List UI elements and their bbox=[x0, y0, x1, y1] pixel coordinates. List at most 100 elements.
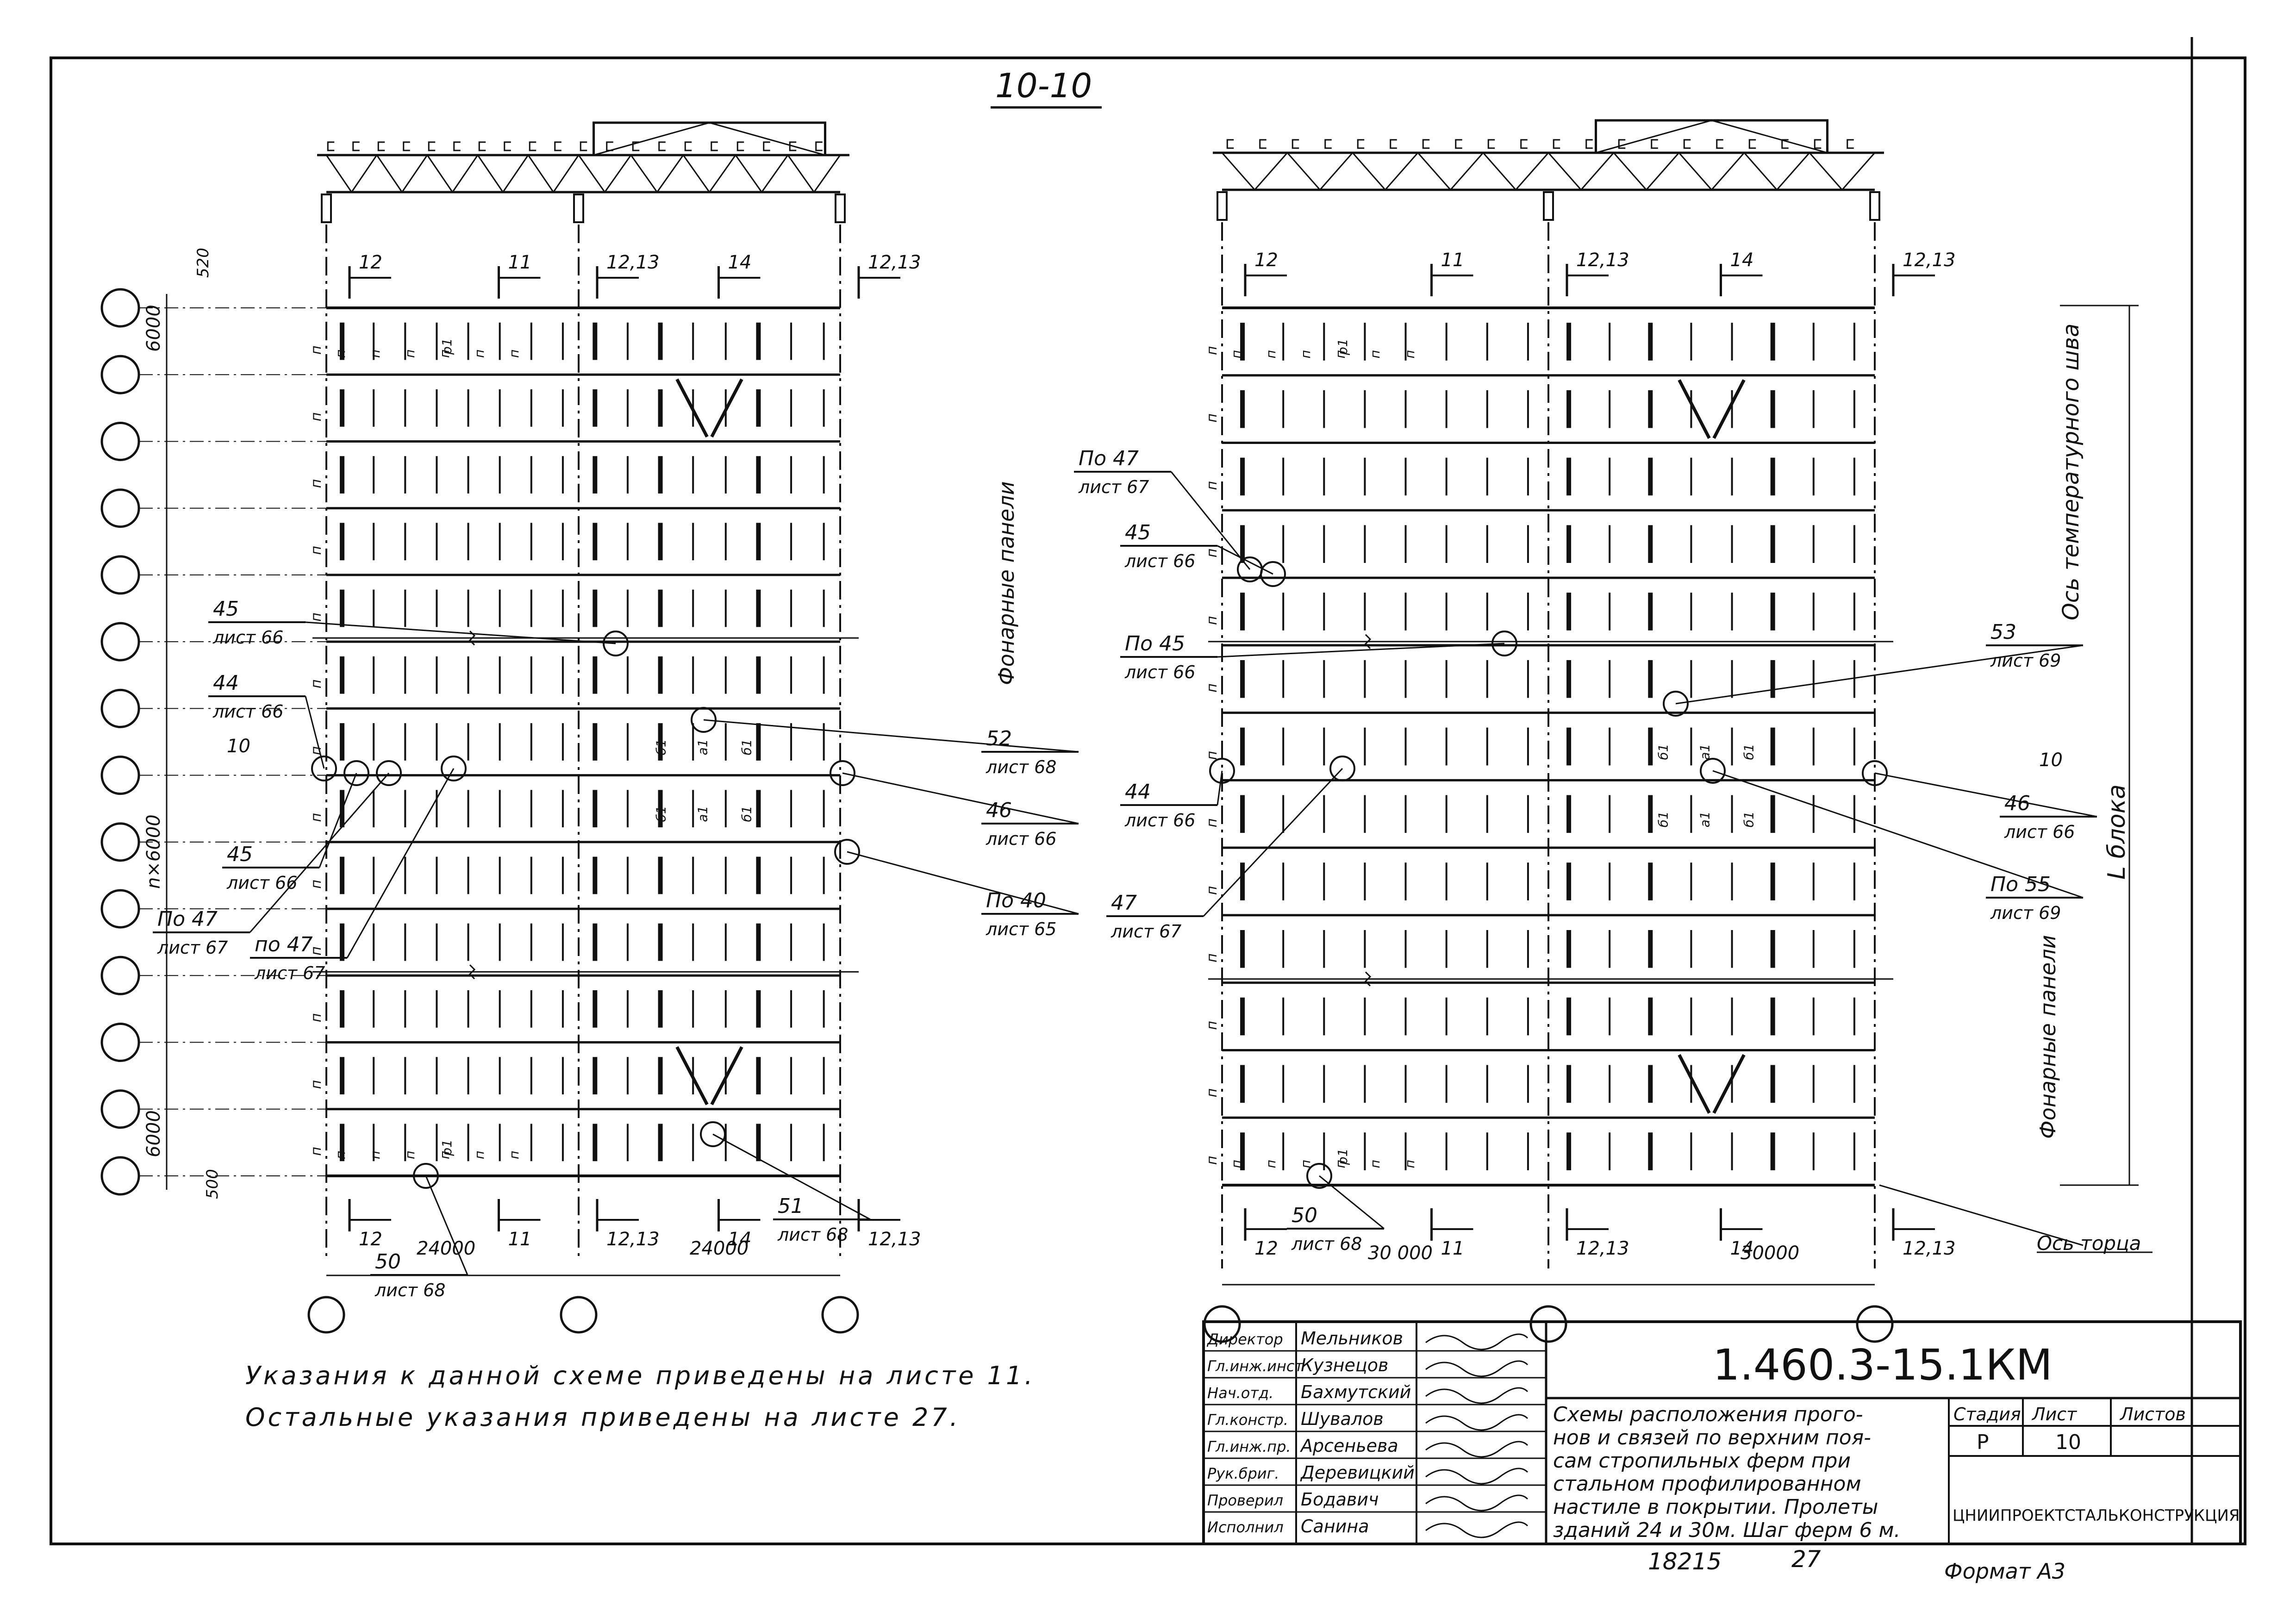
right-cut-label-top: 14 bbox=[1730, 250, 1754, 271]
left-mark-p: п bbox=[308, 546, 324, 555]
title-block-frame bbox=[1202, 1320, 2242, 1545]
left-purlin-marker bbox=[632, 141, 640, 151]
left-callout-bubble bbox=[413, 1163, 439, 1189]
left-row-axis-bubble bbox=[100, 488, 140, 528]
right-callout-leader bbox=[1675, 644, 2084, 705]
left-purlin-marker bbox=[684, 141, 692, 151]
left-column-stub bbox=[835, 194, 846, 223]
right-lantern-brace bbox=[1711, 119, 1828, 154]
right-truss-web bbox=[1254, 152, 1288, 190]
left-callout-sheet: лист 66 bbox=[986, 829, 1056, 849]
left-cut-label-bottom: 11 bbox=[508, 1229, 532, 1250]
left-column-stub bbox=[321, 194, 332, 223]
left-row-axis-bubble bbox=[100, 1023, 140, 1062]
left-callout-leader bbox=[346, 768, 455, 958]
left-callout-sheet: лист 66 bbox=[212, 701, 283, 722]
right-mark-p: п bbox=[1204, 751, 1220, 760]
right-purlin-marker bbox=[1324, 139, 1332, 149]
right-callout-sheet: лист 66 bbox=[1124, 662, 1195, 682]
right-break-mark bbox=[1364, 971, 1372, 987]
sig-mark bbox=[1425, 1521, 1529, 1538]
right-mark-p: п bbox=[1204, 1021, 1220, 1030]
span-dim-left-2: 24000 bbox=[690, 1238, 749, 1259]
right-callout-leader bbox=[1217, 770, 1223, 806]
right-mark-p: п bbox=[1298, 350, 1313, 358]
right-axis-bubble bbox=[1856, 1305, 1894, 1343]
right-break-mark bbox=[1364, 634, 1372, 649]
sig-role: Гл.инж.пр. bbox=[1207, 1438, 1291, 1455]
right-callout-num: 45 bbox=[1125, 521, 1151, 544]
right-purlin-marker bbox=[1748, 139, 1756, 149]
left-callout-leader bbox=[712, 1133, 871, 1220]
left-purlin-marker bbox=[529, 141, 537, 151]
left-row-axis-bubble bbox=[100, 889, 140, 929]
span-dim-left-1: 24000 bbox=[417, 1238, 475, 1259]
left-callout-num: 44 bbox=[213, 671, 239, 695]
left-callout-sheet: лист 68 bbox=[777, 1224, 848, 1245]
right-purlin-marker bbox=[1651, 139, 1658, 149]
left-callout-sheet: лист 65 bbox=[986, 919, 1056, 939]
sig-name: Кузнецов bbox=[1301, 1355, 1388, 1375]
right-purlin-marker bbox=[1716, 139, 1723, 149]
left-cut-label-bottom: 12 bbox=[359, 1229, 382, 1250]
left-truss-web bbox=[477, 155, 504, 193]
right-callout-leader bbox=[1217, 545, 1273, 575]
sig-name: Мельников bbox=[1301, 1328, 1403, 1349]
right-purlin-marker bbox=[1520, 139, 1528, 149]
left-callout-bubble bbox=[343, 760, 369, 786]
right-cut-label-bottom: 12,13 bbox=[1903, 1238, 1956, 1259]
right-mark-p: п bbox=[1402, 1160, 1417, 1168]
right-truss-web bbox=[1319, 152, 1354, 190]
right-mark-p: п bbox=[1204, 886, 1220, 895]
left-cut-label-top: 12,13 bbox=[606, 252, 660, 273]
right-purlin-marker bbox=[1455, 139, 1462, 149]
right-callout-leader bbox=[1874, 772, 2097, 818]
right-truss-web bbox=[1286, 152, 1321, 190]
right-truss-web bbox=[1482, 152, 1516, 190]
left-axis-bubble bbox=[560, 1296, 598, 1334]
left-cut-label-bottom: 12,13 bbox=[868, 1229, 921, 1250]
right-brace-b3 bbox=[1678, 379, 1711, 439]
sig-role: Гл.констр. bbox=[1207, 1411, 1288, 1429]
section-cut-right: 10 bbox=[2039, 750, 2063, 771]
left-purlin-marker bbox=[504, 141, 511, 151]
right-mark-p: п bbox=[1263, 350, 1279, 358]
left-callout-bubble bbox=[700, 1121, 726, 1147]
right-callout-sheet: лист 69 bbox=[1990, 903, 2061, 923]
left-callout-num: 51 bbox=[778, 1194, 804, 1218]
left-column-stub bbox=[573, 194, 584, 223]
right-mark-b1: б1 bbox=[1741, 744, 1757, 760]
block-length: L блока bbox=[2103, 784, 2131, 880]
right-cut-label-top: 12,13 bbox=[1903, 250, 1956, 271]
right-mark-p: п bbox=[1204, 549, 1220, 558]
organization: ЦНИИПРОЕКТСТАЛЬКОНСТРУКЦИЯ bbox=[1953, 1506, 2240, 1525]
left-callout-sheet: лист 66 bbox=[226, 873, 297, 893]
left-mark-p: п bbox=[308, 612, 324, 622]
left-mark-p: п bbox=[368, 1151, 383, 1159]
end-axis: Ось торца bbox=[2037, 1232, 2141, 1255]
right-truss-web bbox=[1515, 152, 1549, 190]
right-column-stub bbox=[1543, 191, 1554, 221]
right-purlin-marker bbox=[1357, 139, 1365, 149]
right-column-stub bbox=[1217, 191, 1228, 221]
stage-header: Стадия bbox=[1953, 1404, 2021, 1424]
description-line: стальном профилированном bbox=[1553, 1472, 1861, 1496]
sig-mark bbox=[1425, 1494, 1529, 1512]
right-truss-web bbox=[1547, 152, 1582, 190]
right-brace-b3 bbox=[1712, 379, 1746, 439]
right-callout-num: 53 bbox=[1990, 620, 2016, 644]
left-callout-leader bbox=[847, 851, 1079, 915]
inventory-number: 18215 bbox=[1648, 1548, 1722, 1575]
left-purlin-marker bbox=[352, 141, 360, 151]
left-purlin-marker bbox=[377, 141, 385, 151]
right-mark-p: п bbox=[1204, 1088, 1220, 1098]
left-callout-bubble bbox=[834, 839, 860, 865]
doc-number: 1.460.3-15.1КМ bbox=[1713, 1340, 2053, 1390]
left-callout-num: 45 bbox=[213, 597, 239, 621]
left-callout-sheet: лист 68 bbox=[986, 757, 1056, 777]
right-mark-p: п bbox=[1204, 683, 1220, 693]
sig-mark bbox=[1425, 1333, 1529, 1350]
